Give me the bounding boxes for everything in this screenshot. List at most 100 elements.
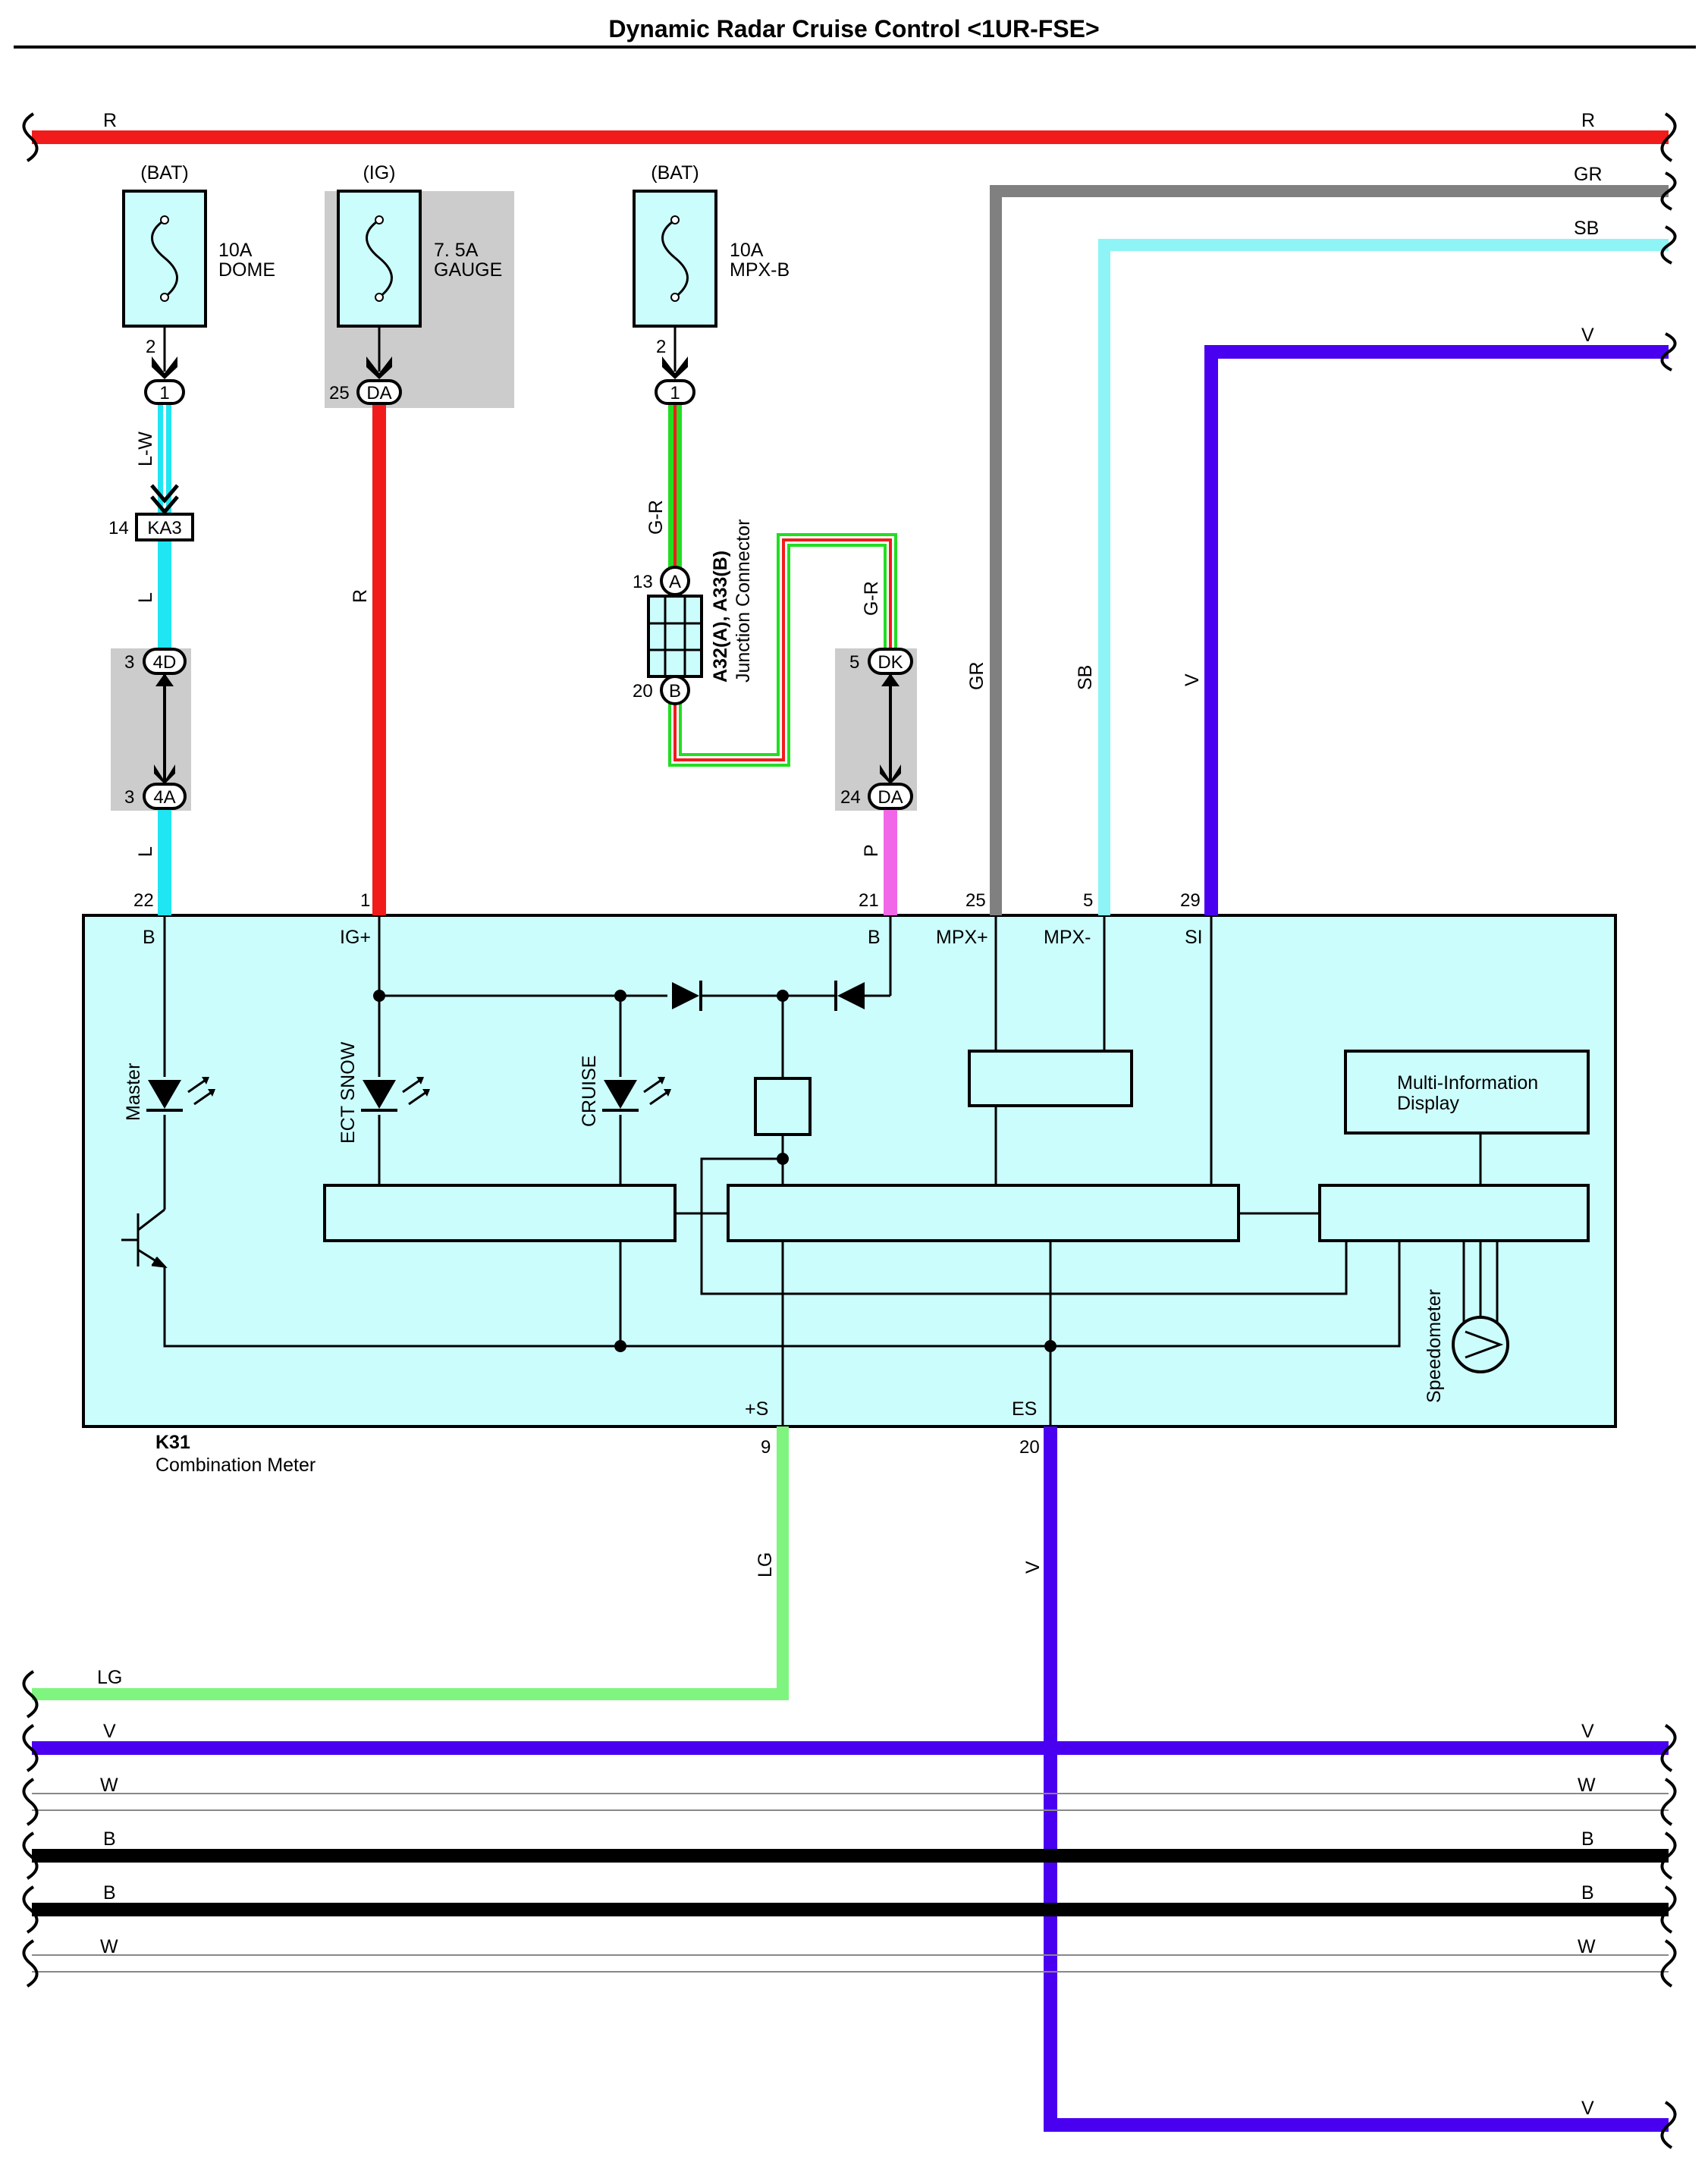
fuse-dome — [122, 190, 207, 372]
meter-pin-label-si: SI — [1185, 927, 1203, 948]
meter-pin-label-b1: B — [143, 927, 155, 948]
ka3-pin: 14 — [108, 518, 129, 538]
cpu-block — [727, 1184, 1240, 1242]
connector-dk: DK — [868, 648, 913, 675]
fuse-dome-name: DOME — [218, 259, 275, 281]
meter-pin-num-9: 9 — [761, 1437, 771, 1458]
connector-dk-pin: 5 — [849, 652, 859, 673]
led-master-label: Master — [123, 1063, 144, 1121]
break-symbols-bottom-right — [1660, 1724, 1677, 2149]
fuse-gauge-pin: 25 — [329, 383, 350, 403]
bottom-wire-w1-left: W — [100, 1775, 118, 1796]
fuse-mpx-rating: 10A — [730, 240, 764, 261]
connector-ka3: KA3 — [135, 513, 194, 541]
meter-pin-num-5: 5 — [1083, 890, 1093, 911]
meter-name: Combination Meter — [155, 1455, 316, 1476]
label-sb: SB — [1075, 665, 1096, 690]
arrow-4a — [154, 764, 175, 784]
svg-text:DA: DA — [366, 383, 391, 403]
wire-w-1 — [32, 1793, 1669, 1811]
arrow-4d — [155, 673, 174, 686]
meter-internal-lines — [163, 915, 1499, 1426]
led-ect-snow-label: ECT SNOW — [338, 1041, 359, 1144]
label-lg: LG — [755, 1552, 776, 1577]
label-gr-right: G-R — [861, 581, 882, 616]
top-wire-v-right: V — [1581, 325, 1594, 346]
led-ect-snow — [361, 1077, 430, 1112]
diode-left — [672, 981, 702, 1011]
fuse-mpx-name: MPX-B — [730, 259, 790, 281]
connector-4a-pin: 3 — [124, 787, 134, 808]
svg-text:B: B — [669, 681, 681, 701]
wire-v-top — [1204, 345, 1669, 915]
wire-gr — [990, 185, 1669, 915]
bottom-wire-v-right: V — [1581, 1721, 1594, 1742]
mpx-interface-box — [968, 1050, 1133, 1107]
arrow-dk — [881, 673, 900, 686]
fuse-mpx-source: (BAT) — [651, 162, 699, 184]
diode-right — [834, 981, 865, 1011]
junction-connector: A B — [647, 566, 703, 705]
svg-text:KA3: KA3 — [147, 518, 181, 538]
fuse-gauge — [337, 190, 422, 372]
junction-name: Junction Connector — [733, 519, 754, 683]
bottom-wire-w2-right: W — [1578, 1936, 1596, 1957]
svg-text:A: A — [669, 572, 681, 592]
speedometer-label: Speedometer — [1424, 1289, 1445, 1403]
meter-pin-num-20: 20 — [1019, 1437, 1040, 1458]
top-wire-gr-right: GR — [1574, 164, 1603, 185]
svg-text:1: 1 — [670, 383, 680, 403]
fuse-dome-pin: 2 — [146, 337, 155, 357]
connector-1-dome: 1 — [144, 379, 185, 405]
wire-gr-junction — [668, 402, 897, 767]
multi-information-display — [1344, 1050, 1590, 1135]
label-r: R — [350, 589, 371, 603]
meter-id: K31 — [155, 1432, 190, 1453]
fuse-gauge-source: (IG) — [363, 162, 395, 184]
meter-pin-num-1: 1 — [360, 890, 370, 911]
break-symbols-bottom-left — [22, 1670, 39, 1988]
bottom-wire-b1-right: B — [1581, 1828, 1594, 1850]
connector-da-gauge: DA — [356, 379, 402, 405]
wire-w-2 — [32, 1954, 1669, 1973]
fuse-mpx-b — [633, 190, 717, 372]
meter-pin-num-29: 29 — [1180, 890, 1201, 911]
junction-pin-b: 20 — [633, 681, 653, 701]
top-wire-r-left: R — [103, 110, 117, 131]
wire-lg — [32, 1426, 789, 1700]
svg-text:1: 1 — [159, 383, 169, 403]
meter-pin-label-plus-s: +S — [745, 1398, 768, 1420]
break-symbols-top-right — [1660, 112, 1677, 372]
bottom-wire-w1-right: W — [1578, 1775, 1596, 1796]
label-v-bottom: V — [1022, 1561, 1044, 1574]
bottom-wire-b2-left: B — [103, 1882, 116, 1904]
label-lw: L-W — [135, 432, 156, 466]
fuse-dome-source: (BAT) — [140, 162, 188, 184]
arrow-dome — [152, 356, 177, 379]
wire-v-es — [1044, 1426, 1669, 2132]
meter-pin-label-mpx-minus: MPX- — [1044, 927, 1091, 948]
label-gr: GR — [966, 662, 987, 691]
label-l1: L — [135, 592, 156, 603]
gauge-driver-block — [1318, 1184, 1590, 1242]
label-gr-top: G-R — [645, 500, 667, 535]
fuse-mpx-pin: 2 — [656, 337, 666, 357]
bottom-wire-v2-right: V — [1581, 2098, 1594, 2119]
arrow-da-lower — [880, 764, 901, 784]
meter-pin-num-25: 25 — [965, 890, 986, 911]
top-wire-sb-right: SB — [1574, 218, 1599, 239]
bottom-wire-b2-right: B — [1581, 1882, 1594, 1904]
wire-sb — [1098, 239, 1669, 915]
meter-junction-dots — [373, 990, 1057, 1352]
speedometer-gauge — [1452, 1316, 1509, 1373]
label-l2: L — [135, 846, 156, 857]
bottom-wire-b1-left: B — [103, 1828, 116, 1850]
meter-pin-num-22: 22 — [133, 890, 154, 911]
display-label-line2: Display — [1397, 1093, 1459, 1114]
led-master — [146, 1077, 215, 1112]
meter-pin-label-mpx-plus: MPX+ — [936, 927, 988, 948]
junction-part: A32(A), A33(B) — [710, 551, 731, 683]
bottom-wire-w2-left: W — [100, 1936, 118, 1957]
meter-pin-label-ig: IG+ — [340, 927, 371, 948]
